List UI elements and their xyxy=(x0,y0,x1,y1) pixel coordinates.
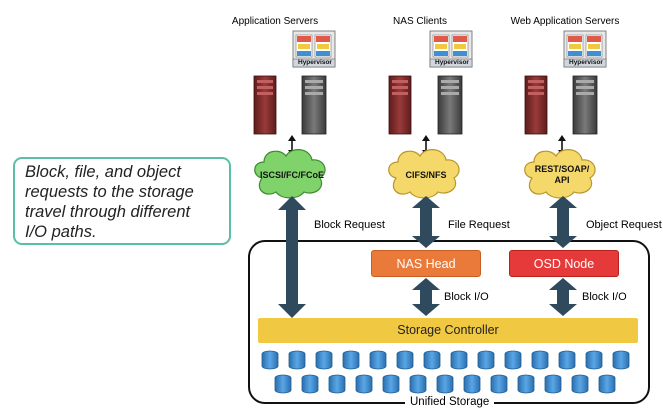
block-io-label: Block I/O xyxy=(582,291,627,303)
file-request-label: File Request xyxy=(448,219,510,231)
hypervisor-stack-icon xyxy=(563,30,607,68)
cloud-label: ISCSI/FC/FCoE xyxy=(259,170,324,180)
hypervisor-label: Hypervisor xyxy=(435,59,469,66)
web-server-gray-icon xyxy=(572,75,598,135)
disk-row-top xyxy=(261,350,630,370)
object-request-arrow xyxy=(549,196,577,248)
object-request-label: Object Request xyxy=(586,219,662,231)
hypervisor-label: Hypervisor xyxy=(569,59,603,66)
storage-controller-bar: Storage Controller xyxy=(258,318,638,343)
group-label-nas-clients: NAS Clients xyxy=(393,16,447,27)
web-server-red-icon xyxy=(524,75,548,135)
app-server-gray-icon xyxy=(301,75,327,135)
callout-line: I/O paths. xyxy=(25,223,97,241)
cifs-nfs-cloud xyxy=(388,149,460,199)
cloud-label: API xyxy=(554,175,570,185)
file-request-arrow xyxy=(412,196,440,248)
group-label-application-servers: Application Servers xyxy=(231,16,319,27)
unified-storage-label: Unified Storage xyxy=(405,396,495,408)
cloud-label: REST/SOAP/ xyxy=(534,164,590,174)
block-request-arrow xyxy=(278,196,306,318)
disk-row-bottom xyxy=(274,374,616,394)
callout-line: travel through different xyxy=(25,203,191,221)
hypervisor-stack-icon xyxy=(292,30,336,68)
osd-block-io-arrow xyxy=(549,278,577,316)
description-callout: Block, file, and object requests to the … xyxy=(13,157,231,245)
nas-head-box: NAS Head xyxy=(371,250,481,277)
cloud-label: CIFS/NFS xyxy=(405,170,447,180)
callout-line: Block, file, and object xyxy=(25,163,181,181)
nas-block-io-arrow xyxy=(412,278,440,316)
callout-line: requests to the storage xyxy=(25,183,194,201)
rest-soap-api-cloud xyxy=(524,149,596,199)
hypervisor-stack-icon xyxy=(429,30,473,68)
block-io-label: Block I/O xyxy=(444,291,489,303)
nas-client-gray-icon xyxy=(437,75,463,135)
iscsi-fc-fcoe-cloud xyxy=(254,149,326,199)
osd-node-box: OSD Node xyxy=(509,250,619,277)
group-label-web-application-servers: Web Application Servers xyxy=(510,16,620,27)
block-request-label: Block Request xyxy=(314,219,385,231)
hypervisor-label: Hypervisor xyxy=(298,59,332,66)
nas-client-red-icon xyxy=(388,75,412,135)
app-server-red-icon xyxy=(253,75,277,135)
